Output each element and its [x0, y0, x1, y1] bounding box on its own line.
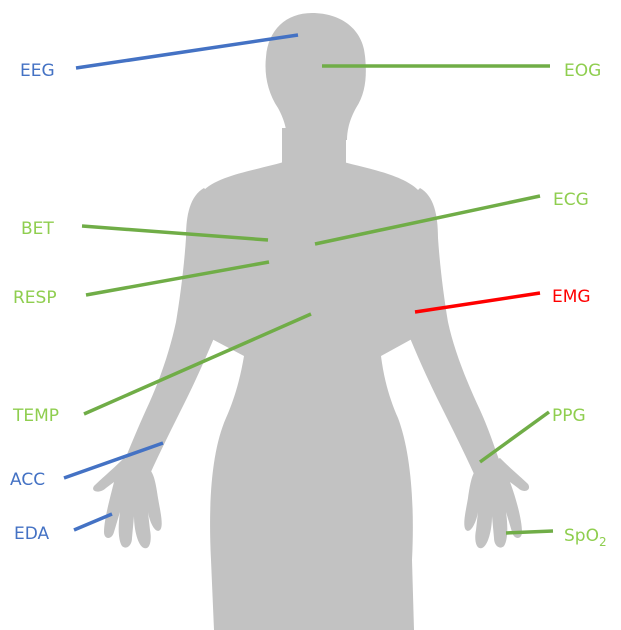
label-spo2-main: SpO	[564, 526, 599, 546]
label-eda: EDA	[14, 524, 50, 544]
label-emg: EMG	[552, 287, 591, 307]
eeg-leader-line	[76, 35, 298, 68]
label-acc: ACC	[10, 470, 45, 490]
label-ecg: ECG	[553, 190, 589, 210]
spo2-leader-line	[506, 531, 553, 533]
label-ppg: PPG	[552, 406, 586, 426]
label-eeg: EEG	[20, 61, 55, 81]
label-spo2-subscript: 2	[599, 535, 607, 549]
label-resp: RESP	[13, 288, 57, 308]
label-bet: BET	[21, 219, 54, 239]
label-temp: TEMP	[12, 406, 59, 426]
label-spo2: SpO2	[564, 526, 607, 549]
left-hand-shape	[93, 458, 162, 548]
label-eog: EOG	[564, 61, 601, 81]
body-silhouette	[93, 13, 529, 630]
head-shape	[266, 13, 366, 140]
